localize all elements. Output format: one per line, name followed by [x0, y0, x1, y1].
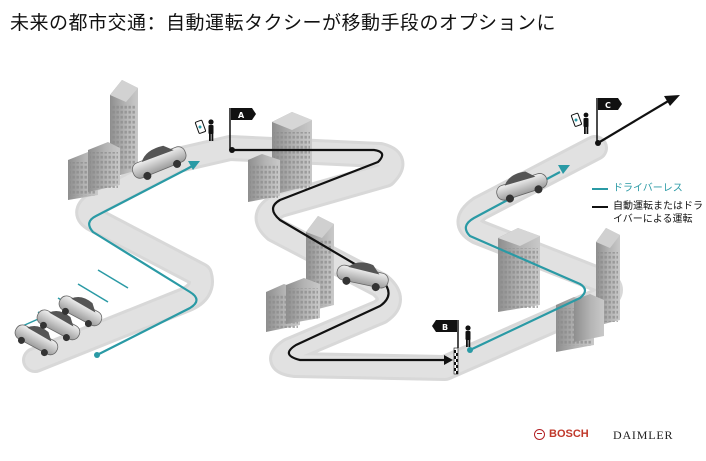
finish-flag-icon [453, 347, 459, 375]
car-icon [496, 171, 548, 203]
person-icon [583, 112, 589, 134]
car-icon [36, 309, 81, 342]
legend-label-driven: 自動運転またはドライバーによる運転 [613, 201, 703, 225]
driven-arrowhead [444, 355, 453, 365]
route-arrowheads [188, 161, 570, 174]
legend-swatch-driverless [592, 188, 608, 190]
flag-b-label: B [442, 323, 448, 332]
smartphone-icon [194, 119, 207, 134]
person-icon [465, 325, 471, 347]
legend-item-driven: 自動運転またはドライバーによる運転 [592, 200, 705, 226]
car-icon [58, 295, 103, 328]
legend-swatch-driven [592, 206, 608, 208]
flag-c-label: C [605, 101, 611, 110]
bosch-logo: BOSCH [534, 428, 589, 440]
person-icon [208, 119, 214, 141]
car-icon [14, 324, 59, 357]
flag-a-label: A [238, 111, 245, 120]
car-icon [131, 145, 187, 180]
start-point [94, 352, 100, 358]
driverless-route [88, 163, 587, 356]
buildings [68, 80, 620, 352]
building-icon [266, 216, 334, 332]
building-icon [68, 142, 120, 200]
flag-a: A [229, 108, 256, 150]
car-icon [336, 262, 389, 292]
page-title: 未来の都市交通：自動運転タクシーが移動手段のオプションに [10, 12, 557, 34]
building-icon [498, 228, 540, 312]
flag-b: B [432, 320, 459, 348]
legend-item-driverless: ドライバーレス [592, 182, 705, 195]
bosch-logo-icon [534, 428, 545, 440]
smartphone-icon [570, 112, 583, 127]
legend: ドライバーレス 自動運転またはドライバーによる運転 [592, 182, 705, 231]
daimler-logo: DAIMLER [613, 428, 674, 442]
pickup-point-b [467, 347, 473, 353]
building-icon [248, 112, 312, 202]
legend-label-driverless: ドライバーレス [613, 183, 683, 194]
building-icon [556, 228, 620, 352]
flag-c: C [596, 98, 622, 143]
bosch-logo-text: BOSCH [549, 428, 589, 440]
driven-route [232, 148, 448, 362]
